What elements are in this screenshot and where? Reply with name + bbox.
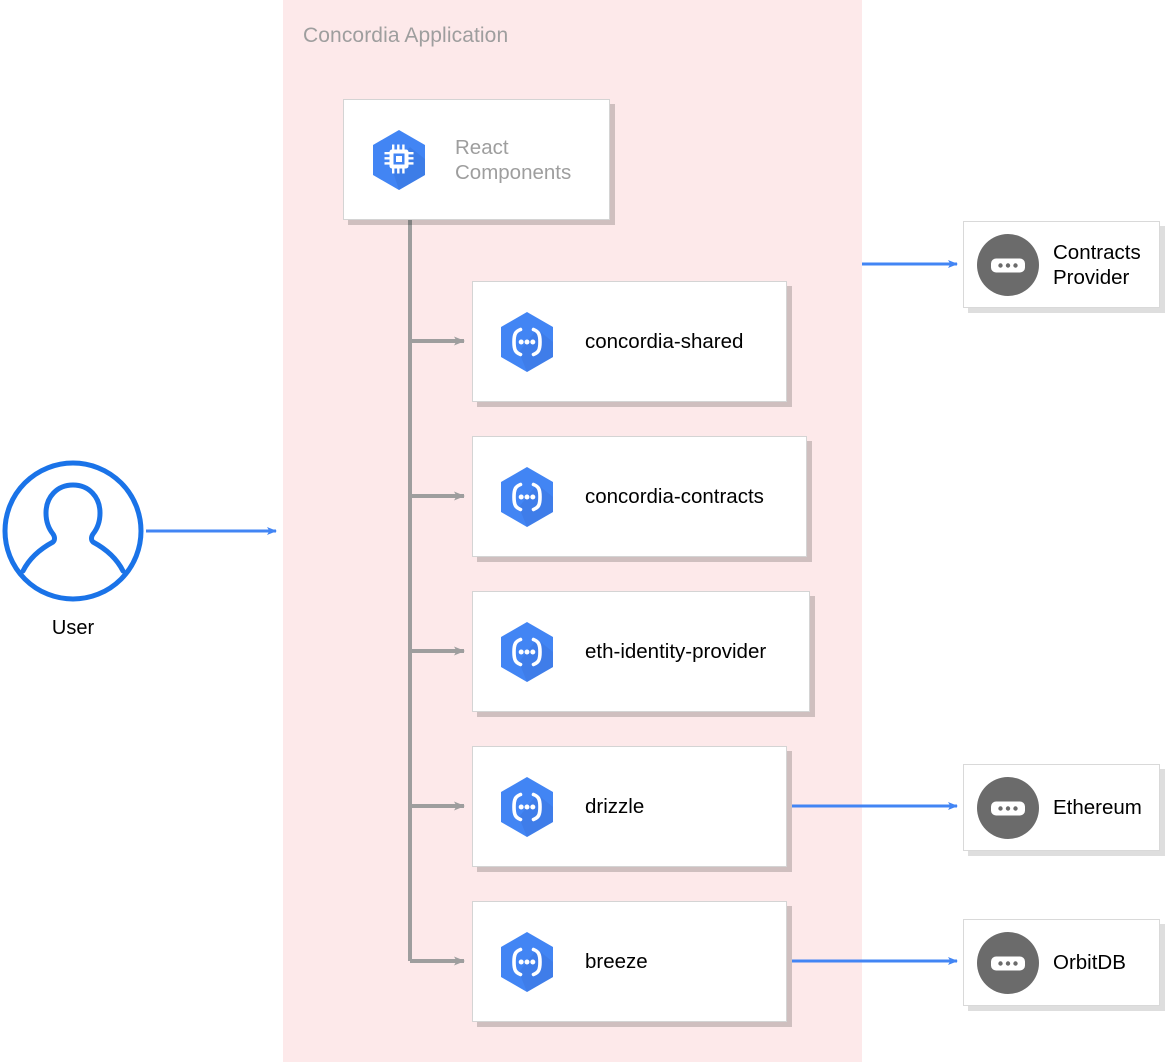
node-concordia-shared-label: concordia-shared: [585, 330, 744, 353]
user-circle-icon: [2, 460, 144, 602]
node-contracts-provider-label: Contracts Provider: [1053, 240, 1141, 289]
code-braces-hexagon-icon: [498, 776, 556, 838]
node-drizzle[interactable]: drizzle: [472, 746, 787, 867]
node-breeze-label: breeze: [585, 950, 648, 973]
code-braces-hexagon-icon: [498, 311, 556, 373]
cpu-hexagon-icon: [370, 129, 428, 191]
service-circle-icon: [977, 233, 1039, 296]
node-eth-identity-provider[interactable]: eth-identity-provider: [472, 591, 810, 712]
group-title: Concordia Application: [303, 24, 509, 47]
code-braces-hexagon-icon: [498, 621, 556, 683]
node-drizzle-label: drizzle: [585, 795, 645, 818]
code-braces-hexagon-icon: [498, 466, 556, 528]
node-react-components[interactable]: React Components: [343, 99, 610, 220]
node-orbitdb[interactable]: OrbitDB: [963, 919, 1160, 1006]
actor-user-label: User: [51, 617, 95, 639]
actor-user[interactable]: [2, 460, 144, 602]
node-concordia-contracts-label: concordia-contracts: [585, 485, 764, 508]
service-circle-icon: [977, 776, 1039, 839]
node-eth-identity-provider-label: eth-identity-provider: [585, 640, 767, 663]
node-breeze[interactable]: breeze: [472, 901, 787, 1022]
node-ethereum-label: Ethereum: [1053, 796, 1142, 819]
service-circle-icon: [977, 931, 1039, 994]
node-ethereum[interactable]: Ethereum: [963, 764, 1160, 851]
node-concordia-shared[interactable]: concordia-shared: [472, 281, 787, 402]
code-braces-hexagon-icon: [498, 931, 556, 993]
node-contracts-provider[interactable]: Contracts Provider: [963, 221, 1160, 308]
node-react-components-label: React Components: [455, 135, 572, 184]
node-orbitdb-label: OrbitDB: [1053, 951, 1126, 974]
node-concordia-contracts[interactable]: concordia-contracts: [472, 436, 807, 557]
